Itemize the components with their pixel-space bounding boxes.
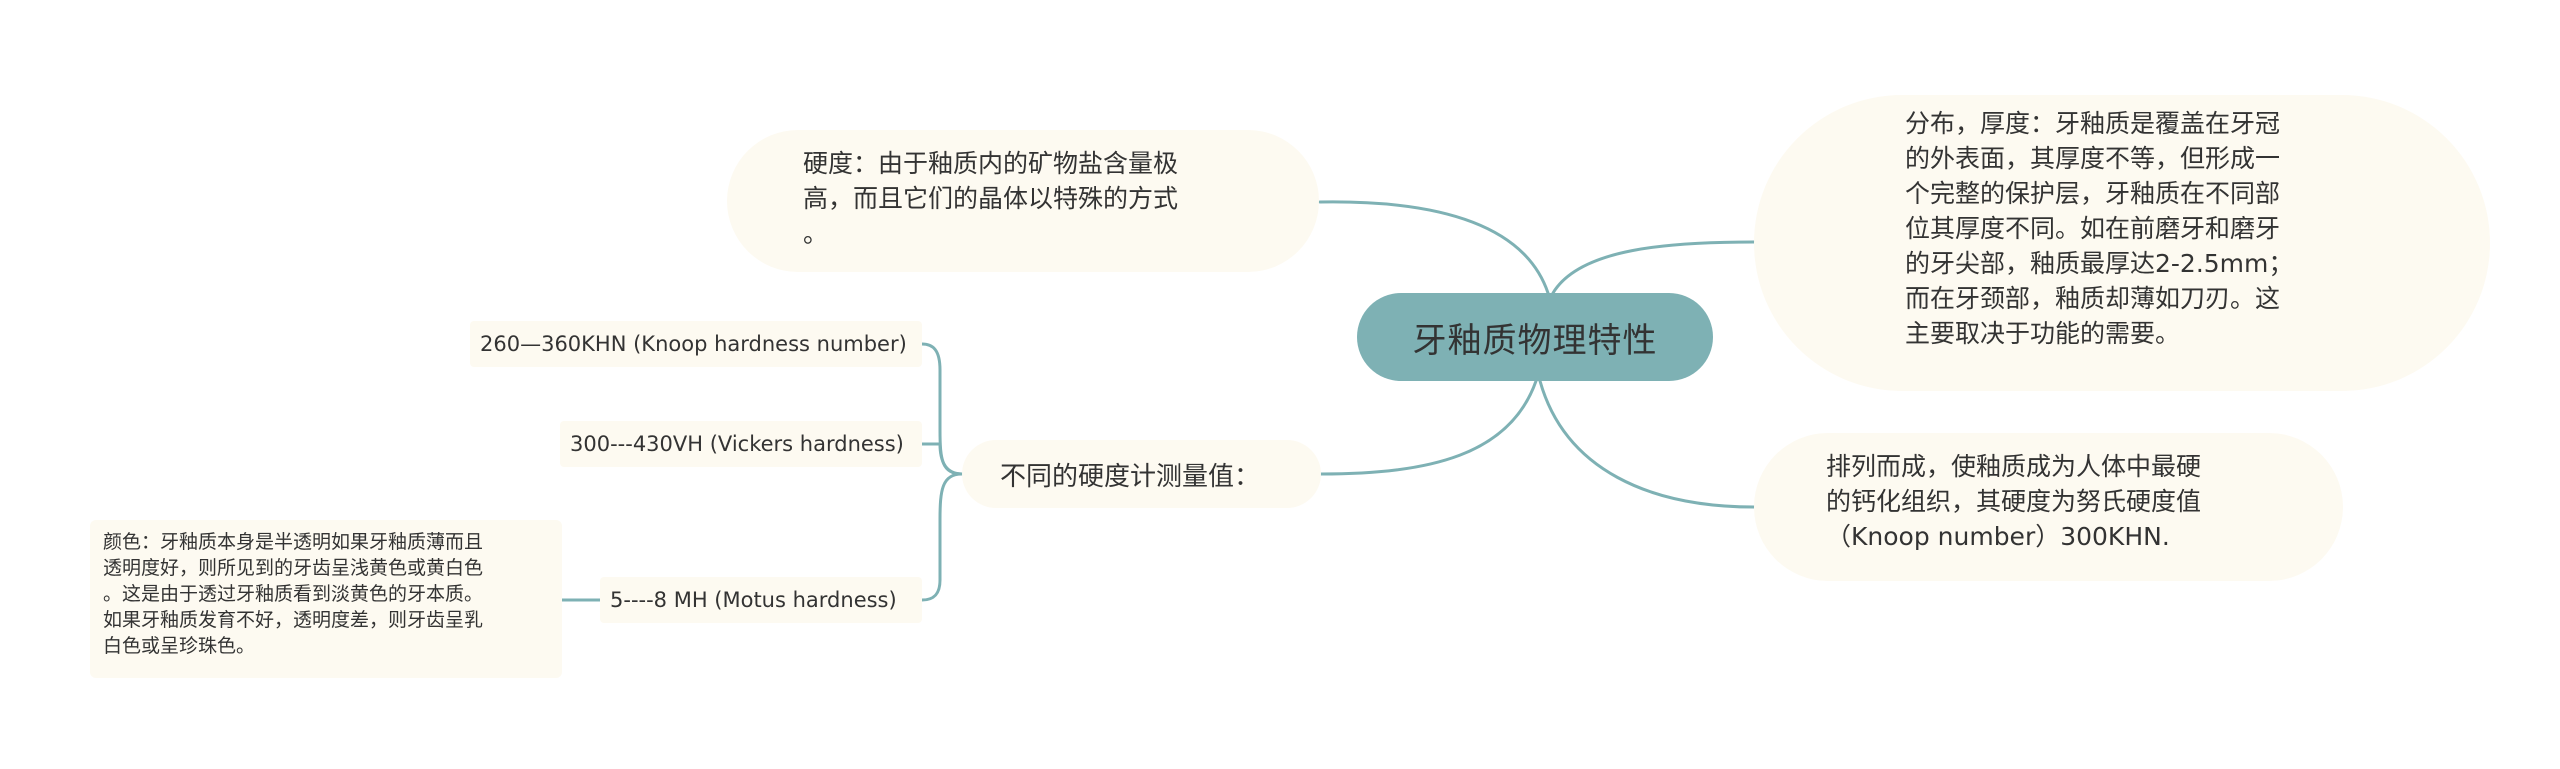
topic-distribution-line: 而在牙颈部，釉质却薄如刀刃。这 bbox=[1905, 284, 2281, 313]
connector-root-to-hardness bbox=[1318, 200, 1550, 295]
topic-measurements[interactable]: 不同的硬度计测量值： bbox=[962, 440, 1321, 508]
topic-arrangement[interactable]: 排列而成，使釉质成为人体中最硬 的钙化组织，其硬度为努氏硬度值 （Knoop n… bbox=[1754, 433, 2343, 581]
topic-distribution-line: 个完整的保护层，牙釉质在不同部 bbox=[1905, 179, 2281, 208]
topic-distribution[interactable]: 分布，厚度：牙釉质是覆盖在牙冠 的外表面，其厚度不等，但形成一 个完整的保护层，… bbox=[1754, 95, 2490, 391]
subtopic-vickers-hardness[interactable]: 300---430VH (Vickers hardness) bbox=[560, 421, 922, 467]
note-color-line: 透明度好，则所见到的牙齿呈浅黄色或黄白色 bbox=[103, 557, 484, 579]
central-topic[interactable]: 牙釉质物理特性 bbox=[1357, 293, 1713, 381]
topic-measurements-label: 不同的硬度计测量值： bbox=[1000, 461, 1261, 492]
connector-root-to-distribution bbox=[1551, 240, 1756, 295]
topic-arrangement-line: （Knoop number）300KHN. bbox=[1826, 522, 2170, 551]
note-color-line: 白色或呈珍珠色。 bbox=[103, 635, 256, 657]
topic-hardness-line: 。 bbox=[803, 219, 829, 248]
note-color-line: 颜色：牙釉质本身是半透明如果牙釉质薄而且 bbox=[103, 531, 484, 553]
topic-hardness-line: 硬度：由于釉质内的矿物盐含量极 bbox=[803, 149, 1179, 178]
subtopic-knoop-hardness[interactable]: 260—360KHN (Knoop hardness number) bbox=[470, 321, 922, 367]
central-topic-label: 牙釉质物理特性 bbox=[1412, 320, 1658, 361]
topic-distribution-line: 分布，厚度：牙釉质是覆盖在牙冠 bbox=[1905, 109, 2281, 138]
topic-distribution-line: 的牙尖部，釉质最厚达2-2.5mm； bbox=[1905, 249, 2294, 278]
subtopic-motus-hardness[interactable]: 5----8 MH (Motus hardness) bbox=[600, 577, 922, 623]
topic-distribution-line: 位其厚度不同。如在前磨牙和磨牙 bbox=[1905, 214, 2281, 243]
topic-distribution-line: 主要取决于功能的需要。 bbox=[1905, 319, 2181, 348]
topic-distribution-line: 的外表面，其厚度不等，但形成一 bbox=[1905, 144, 2281, 173]
connector-measurements-to-motus bbox=[920, 472, 964, 602]
connector-root-to-arrangement bbox=[1538, 379, 1756, 509]
topic-arrangement-line: 的钙化组织，其硬度为努氏硬度值 bbox=[1826, 487, 2202, 516]
note-color-line: 如果牙釉质发育不好，透明度差，则牙齿呈乳 bbox=[103, 609, 484, 631]
note-color-line: 。这是由于透过牙釉质看到淡黄色的牙本质。 bbox=[103, 583, 484, 605]
connector-root-to-measurements bbox=[1319, 379, 1538, 476]
topic-hardness-line: 高，而且它们的晶体以特殊的方式 bbox=[803, 184, 1179, 213]
topic-hardness[interactable]: 硬度：由于釉质内的矿物盐含量极 高，而且它们的晶体以特殊的方式 。 bbox=[727, 130, 1319, 272]
topic-arrangement-line: 排列而成，使釉质成为人体中最硬 bbox=[1826, 452, 2202, 481]
note-color[interactable]: 颜色：牙釉质本身是半透明如果牙釉质薄而且 透明度好，则所见到的牙齿呈浅黄色或黄白… bbox=[90, 520, 562, 678]
